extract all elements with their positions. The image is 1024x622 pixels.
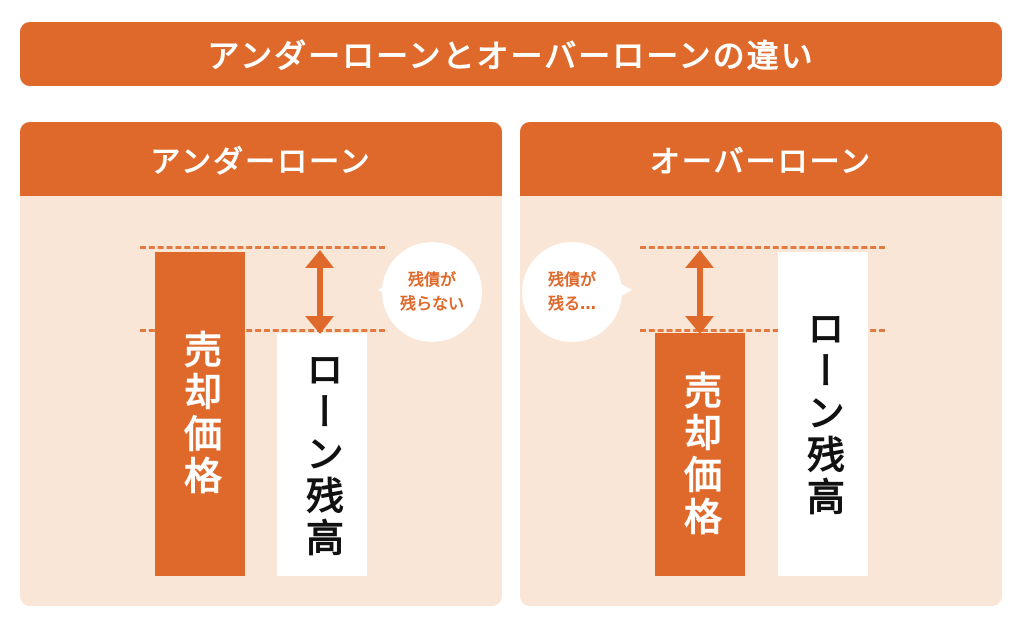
sale-price-bar: 売却価格 [655,333,745,576]
top-dashed-line [640,246,885,249]
top-dashed-line [140,246,385,249]
bubble-text-1: 残債が [407,270,456,289]
loan-balance-label: ローン残高 [299,349,344,560]
bottom-dashed-line [140,329,385,332]
double-arrow-icon [685,250,714,334]
loan-balance-label: ローン残高 [800,309,845,519]
over-loan-heading: オーバーローン [520,122,1002,196]
sale-price-label: 売却価格 [177,330,222,498]
over-loan-panel: オーバーローン 売却価格 ローン残高 残債が残る… [520,122,1002,606]
page-title: アンダーローンとオーバーローンの違い [20,22,1002,86]
under-loan-heading: アンダーローン [20,122,502,196]
loan-balance-bar: ローン残高 [277,333,367,576]
bubble-text-2: 残らない [399,294,464,313]
bubble-text-2: 残る… [547,294,596,313]
double-arrow-icon [305,250,334,334]
bottom-dashed-line [640,329,885,332]
sale-price-bar: 売却価格 [155,252,245,576]
loan-balance-bar: ローン残高 [778,252,868,576]
speech-bubble: 残債が残らない [382,242,482,342]
speech-bubble: 残債が残る… [522,242,622,342]
bubble-text-1: 残債が [547,270,596,289]
under-loan-panel: アンダーローン 売却価格 ローン残高 残債が残らない [20,122,502,606]
sale-price-label: 売却価格 [677,370,722,539]
